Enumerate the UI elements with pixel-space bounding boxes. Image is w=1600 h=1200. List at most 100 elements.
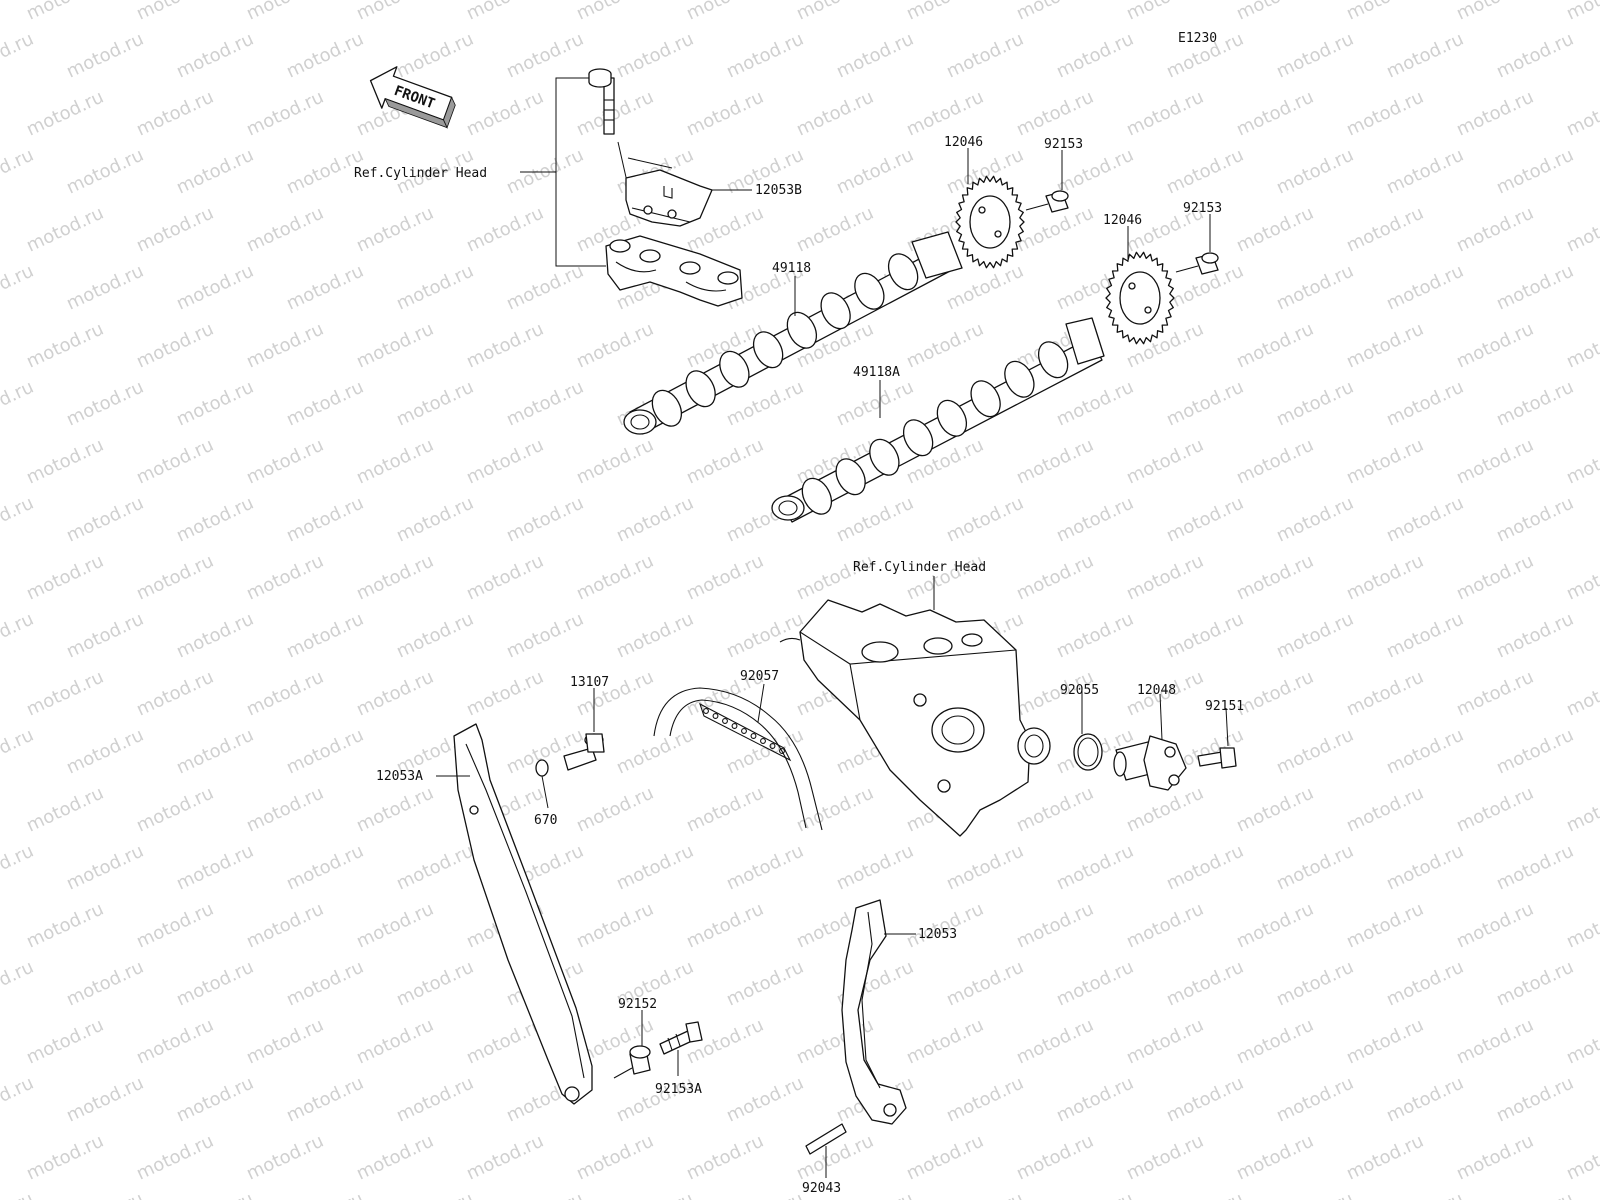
cam-lobe — [1004, 360, 1035, 398]
watermark-text: motod.ru — [0, 725, 37, 779]
watermark-text: motod.ru — [133, 899, 217, 953]
watermark-text: motod.ru — [1273, 377, 1357, 431]
watermark-text: motod.ru — [793, 783, 877, 837]
watermark-text: motod.ru — [283, 493, 367, 547]
watermark-text: motod.ru — [463, 203, 547, 257]
ref-cylinder-head-top: Ref.Cylinder Head — [354, 166, 487, 181]
label-49118A: 49118A — [853, 365, 900, 380]
watermark-text: motod.ru — [133, 203, 217, 257]
watermark-text: motod.ru — [173, 609, 257, 663]
watermark-text: motod.ru — [1453, 667, 1537, 721]
watermark-text: motod.ru — [63, 145, 147, 199]
watermark-text: motod.ru — [573, 1131, 657, 1185]
chain-link — [722, 718, 728, 724]
watermark-text: motod.ru — [0, 145, 37, 199]
watermark-text: motod.ru — [1053, 145, 1137, 199]
cam-lobe — [719, 350, 750, 388]
watermark-text: motod.ru — [23, 551, 107, 605]
watermark-text: motod.ru — [1273, 493, 1357, 547]
watermark-text: motod.ru — [0, 493, 37, 547]
watermark-text: motod.ru — [1383, 841, 1467, 895]
watermark-text: motod.ru — [1563, 1131, 1600, 1185]
cam-lobe — [786, 311, 818, 349]
diagram-code: E1230 — [1178, 31, 1217, 46]
cam-lobe — [887, 253, 919, 291]
label-92152: 92152 — [618, 997, 657, 1012]
cam-holder — [605, 235, 743, 307]
watermark-text: motod.ru — [943, 841, 1027, 895]
watermark-text: motod.ru — [1123, 87, 1207, 141]
watermark-text: motod.ru — [283, 377, 367, 431]
watermark-text: motod.ru — [23, 435, 107, 489]
watermark-text: motod.ru — [393, 957, 477, 1011]
watermark-text: motod.ru — [833, 493, 917, 547]
watermark-text: motod.ru — [1343, 1131, 1427, 1185]
watermark-text: motod.ru — [1053, 609, 1137, 663]
watermark-text: motod.ru — [1343, 1015, 1427, 1069]
watermark-text: motod.ru — [793, 551, 877, 605]
watermark-text: motod.ru — [173, 1189, 257, 1200]
watermark-text: motod.ru — [133, 0, 217, 25]
label-92057: 92057 — [740, 669, 779, 684]
watermark-text: motod.ru — [1053, 1189, 1137, 1200]
watermark-text: motod.ru — [1163, 957, 1247, 1011]
watermark-text: motod.ru — [943, 29, 1027, 83]
watermark-text: motod.ru — [573, 783, 657, 837]
watermark-text: motod.ru — [1343, 0, 1427, 25]
watermark-text: motod.ru — [1343, 87, 1427, 141]
watermark-text: motod.ru — [573, 319, 657, 373]
watermark-text: motod.ru — [243, 783, 327, 837]
watermark-text: motod.ru — [1493, 1073, 1577, 1127]
watermark-text: motod.ru — [1343, 435, 1427, 489]
watermark-text: motod.ru — [0, 609, 37, 663]
watermark-text: motod.ru — [173, 29, 257, 83]
watermark-text: motod.ru — [793, 0, 877, 25]
watermark-text: motod.ru — [903, 0, 987, 25]
watermark-text: motod.ru — [903, 899, 987, 953]
watermark-text: motod.ru — [1383, 609, 1467, 663]
watermark-text: motod.ru — [1343, 783, 1427, 837]
watermark-text: motod.ru — [393, 377, 477, 431]
watermark-text: motod.ru — [1453, 435, 1537, 489]
watermark-text: motod.ru — [1343, 551, 1427, 605]
watermark-text: motod.ru — [173, 377, 257, 431]
watermark-text: motod.ru — [683, 87, 767, 141]
watermark-text: motod.ru — [1053, 493, 1137, 547]
label-670: 670 — [534, 813, 557, 828]
watermark-text: motod.ru — [353, 319, 437, 373]
watermark-text: motod.ru — [683, 899, 767, 953]
watermark-text: motod.ru — [1453, 1131, 1537, 1185]
watermark-text: motod.ru — [1493, 493, 1577, 547]
watermark-text: motod.ru — [1233, 203, 1317, 257]
cam-lobe — [869, 438, 900, 476]
watermark-text: motod.ru — [1123, 0, 1207, 25]
watermark-text: motod.ru — [1563, 899, 1600, 953]
watermark-text: motod.ru — [573, 0, 657, 25]
watermark-text: motod.ru — [393, 609, 477, 663]
watermark-text: motod.ru — [573, 435, 657, 489]
watermark-text: motod.ru — [613, 493, 697, 547]
front-arrow-icon: FRONT — [369, 66, 456, 129]
watermark-text: motod.ru — [0, 957, 37, 1011]
watermark-text: motod.ru — [1493, 29, 1577, 83]
watermark-text: motod.ru — [1383, 725, 1467, 779]
watermark-text: motod.ru — [1163, 1189, 1247, 1200]
watermark-text: motod.ru — [723, 29, 807, 83]
watermark-text: motod.ru — [283, 29, 367, 83]
watermark-text: motod.ru — [133, 1131, 217, 1185]
watermark-text: motod.ru — [1273, 29, 1357, 83]
label-12046-a: 12046 — [944, 135, 983, 150]
watermark-text: motod.ru — [1013, 899, 1097, 953]
watermark-text: motod.ru — [573, 899, 657, 953]
part-12046-cam-sprocket-lower — [1105, 251, 1175, 345]
watermark-text: motod.ru — [23, 1131, 107, 1185]
watermark-text: motod.ru — [353, 1131, 437, 1185]
watermark-text: motod.ru — [1273, 261, 1357, 315]
watermark-text: motod.ru — [903, 87, 987, 141]
watermark-text: motod.ru — [1013, 87, 1097, 141]
watermark-text: motod.ru — [353, 899, 437, 953]
watermark-text: motod.ru — [1013, 0, 1097, 25]
watermark-text: motod.ru — [63, 29, 147, 83]
watermark-text: motod.ru — [173, 493, 257, 547]
